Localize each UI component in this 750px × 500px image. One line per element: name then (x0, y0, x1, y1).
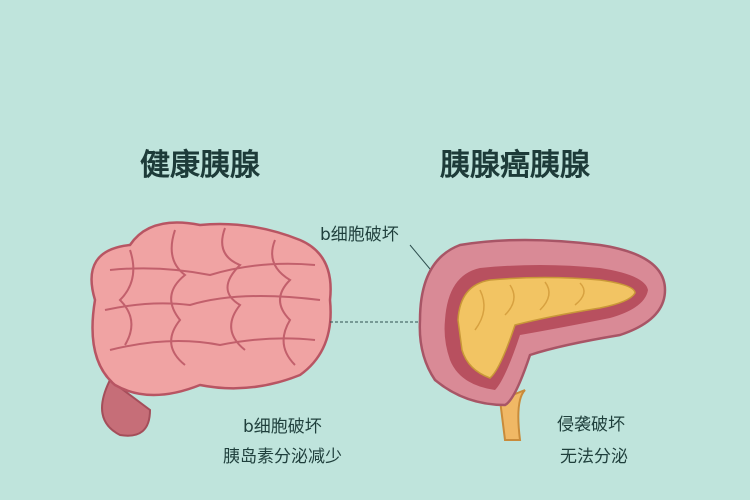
healthy-label-line2: 胰岛素分泌减少 (223, 447, 342, 467)
diseased-pancreas-title: 胰腺癌胰腺 (440, 148, 590, 183)
diseased-label-line1: 侵袭破坏 (557, 415, 625, 435)
callout-label: b细胞破坏 (320, 225, 399, 245)
healthy-label-line1: b细胞破坏 (243, 417, 322, 437)
diseased-pancreas-image (418, 238, 667, 441)
diseased-label-line2: 无法分泌 (560, 447, 628, 467)
healthy-pancreas-title: 健康胰腺 (140, 148, 260, 183)
healthy-pancreas-image (90, 221, 332, 437)
